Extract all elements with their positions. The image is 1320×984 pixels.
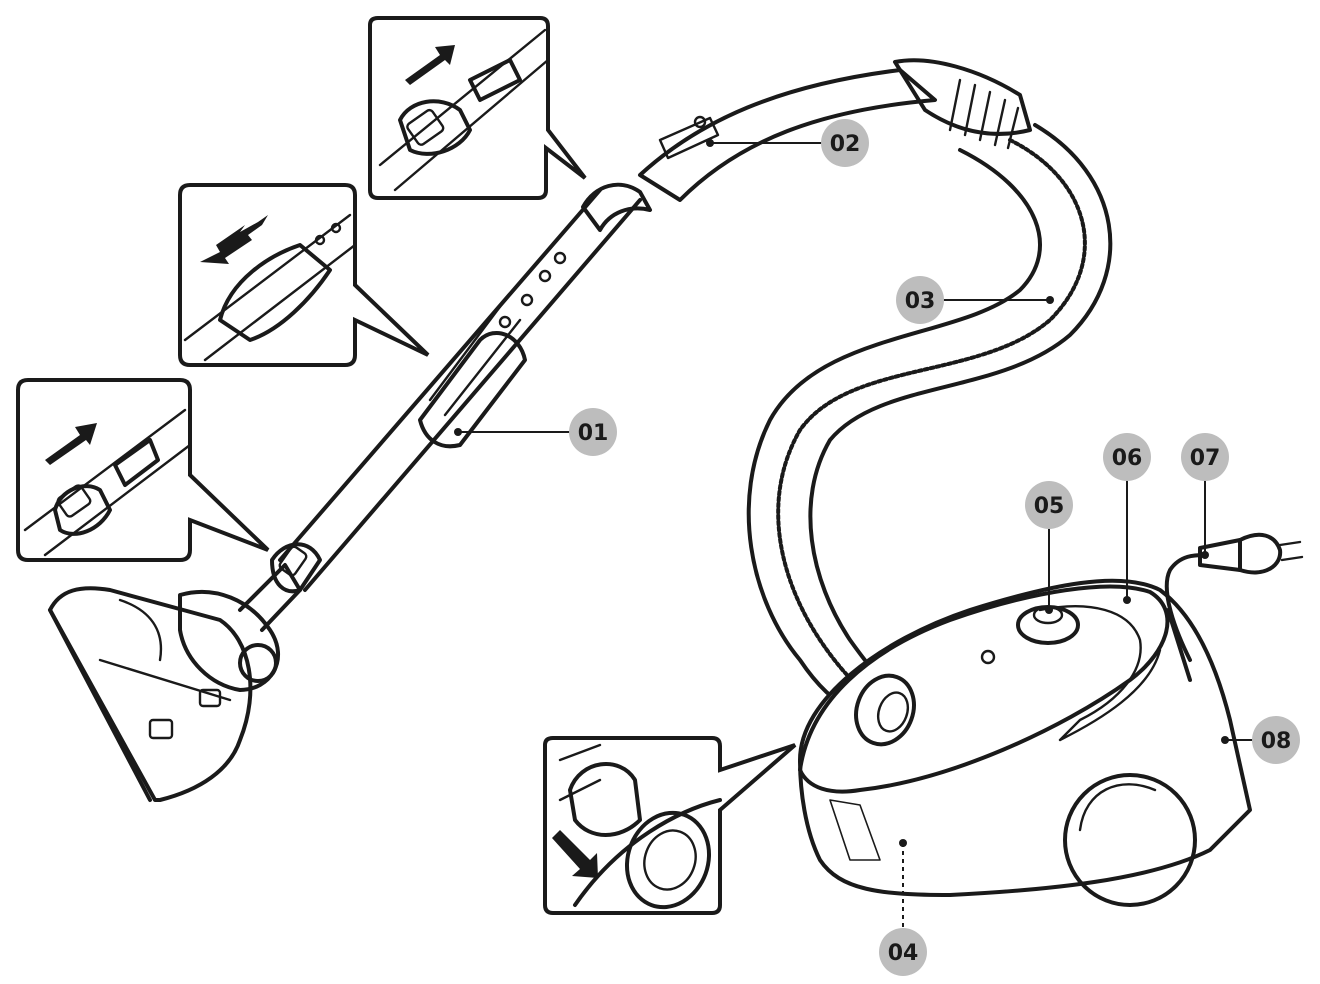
- floor-nozzle: [48, 563, 302, 802]
- callout-03: 03: [896, 276, 944, 324]
- callout-05-label: 05: [1034, 494, 1065, 519]
- callout-03-label: 03: [905, 289, 936, 314]
- push-arrow-icon-2: [45, 423, 97, 465]
- callout-06-label: 06: [1112, 446, 1143, 471]
- insert-arrow-icon: [552, 830, 598, 878]
- flexible-hose: [746, 123, 1113, 714]
- hose-inlet: [854, 673, 916, 747]
- hose-handle: [638, 58, 1032, 202]
- inset-hose-inlet: [543, 736, 797, 915]
- callout-08: 08: [1252, 716, 1300, 764]
- callout-05: 05: [1025, 481, 1073, 529]
- callout-02-label: 02: [830, 132, 861, 157]
- vacuum-body: [798, 578, 1252, 907]
- inset-handle-connection: [368, 16, 587, 200]
- callout-08-label: 08: [1261, 729, 1292, 754]
- inset-nozzle-connection: [16, 378, 270, 562]
- callout-07: 07: [1181, 433, 1229, 481]
- callout-01-label: 01: [578, 421, 609, 446]
- callout-04-label: 04: [888, 941, 919, 966]
- callout-01: 01: [569, 408, 617, 456]
- callout-02: 02: [821, 119, 869, 167]
- callout-07-label: 07: [1190, 446, 1221, 471]
- adjust-arrow-icon: [200, 215, 268, 264]
- callout-06: 06: [1103, 433, 1151, 481]
- telescopic-tube: [270, 182, 652, 594]
- callout-04: 04: [879, 928, 927, 976]
- power-cord: [1164, 532, 1304, 662]
- inset-telescopic-adjust: [178, 183, 430, 367]
- push-arrow-icon: [405, 45, 455, 85]
